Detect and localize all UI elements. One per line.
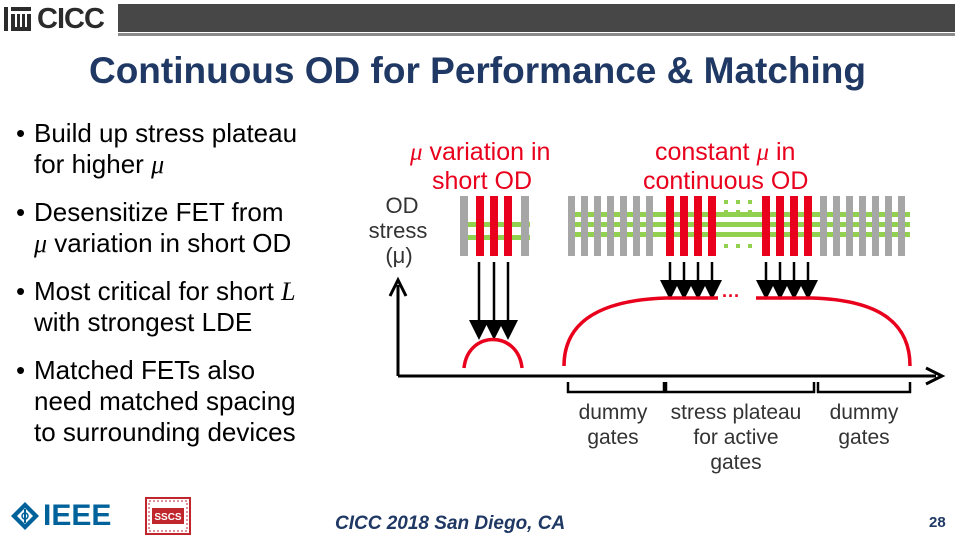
plateau-ellipsis: ···	[722, 286, 740, 306]
bullet-text: Matched FETs also	[34, 355, 256, 385]
axes	[388, 276, 946, 386]
y-axis-label-mu: (μ)	[385, 243, 412, 268]
ieee-diamond-icon	[11, 502, 39, 530]
slide-title: Continuous OD for Performance & Matching	[88, 50, 867, 91]
bracket-left-label-line2: gates	[587, 426, 638, 449]
cicc-logo: CICC	[3, 2, 123, 35]
bullet-item: Desensitize FET from μ variation in shor…	[16, 197, 356, 259]
bracket-mid-label-line3: gates	[710, 451, 761, 474]
bullet-item: Matched FETs also need matched spacing t…	[16, 355, 356, 448]
bullet-list: Build up stress plateau for higher μ Des…	[16, 118, 356, 465]
continuous-od-strip	[568, 196, 910, 256]
sscs-logo: SSCS	[145, 497, 191, 535]
bullet-text: for higher	[34, 149, 152, 179]
footer-event: CICC 2018 San Diego, CA	[335, 513, 566, 534]
ieee-logo: IEEE	[10, 497, 111, 535]
region-brackets	[566, 382, 912, 394]
bracket-left-label-line1: dummy	[579, 401, 648, 424]
plateau-fall-curve	[811, 296, 912, 367]
bullet-item: Build up stress plateau for higher μ	[16, 118, 356, 180]
short-od-stress-curve	[462, 337, 524, 369]
bracket-mid-label-line2: for active	[693, 426, 778, 449]
bracket-right-label-line2: gates	[838, 426, 889, 449]
plateau-rise-curve	[562, 296, 667, 367]
bracket-right-label-line1: dummy	[830, 401, 899, 424]
cicc-logo-text: CICC	[37, 2, 105, 35]
bullet-item: Most critical for short L with strongest…	[16, 276, 356, 338]
header-bar: CICC	[0, 0, 955, 38]
label-variation-short-od-line1: μ variation in	[409, 138, 550, 166]
continuous-od-arrows	[660, 262, 818, 300]
label-constant-continuous-od-line1: constant μ in	[655, 138, 795, 166]
mu-symbol: μ	[151, 150, 165, 179]
ieee-logo-text: IEEE	[43, 499, 112, 532]
bullet-text: Desensitize FET from	[34, 197, 284, 227]
sscs-logo-text: SSCS	[154, 512, 182, 523]
label-variation-short-od-line2: short OD	[432, 167, 532, 195]
y-axis-label-od: OD	[386, 193, 419, 218]
header-underline	[118, 33, 955, 36]
bullet-text: need matched spacing	[34, 386, 296, 416]
length-symbol: L	[281, 277, 296, 306]
bullet-text: Most critical for short	[34, 276, 282, 306]
page-number: 28	[929, 514, 946, 531]
bracket-mid-label-line1: stress plateau	[671, 401, 802, 424]
bullet-text: variation in short OD	[47, 228, 292, 258]
short-od-cluster	[460, 196, 530, 256]
label-constant-continuous-od-line2: continuous OD	[643, 167, 808, 195]
short-od-arrows	[469, 262, 518, 340]
bullet-text: with strongest LDE	[34, 307, 253, 337]
x-axis-arrowhead	[925, 366, 946, 386]
bullet-text: Build up stress plateau	[34, 118, 298, 148]
y-axis-arrowhead	[388, 276, 408, 297]
header-grey-band	[118, 4, 955, 32]
bullet-text: to surrounding devices	[34, 417, 296, 447]
y-axis-label-stress: stress	[369, 218, 428, 243]
mu-symbol: μ	[34, 229, 48, 258]
cicc-chip-icon	[4, 7, 31, 31]
